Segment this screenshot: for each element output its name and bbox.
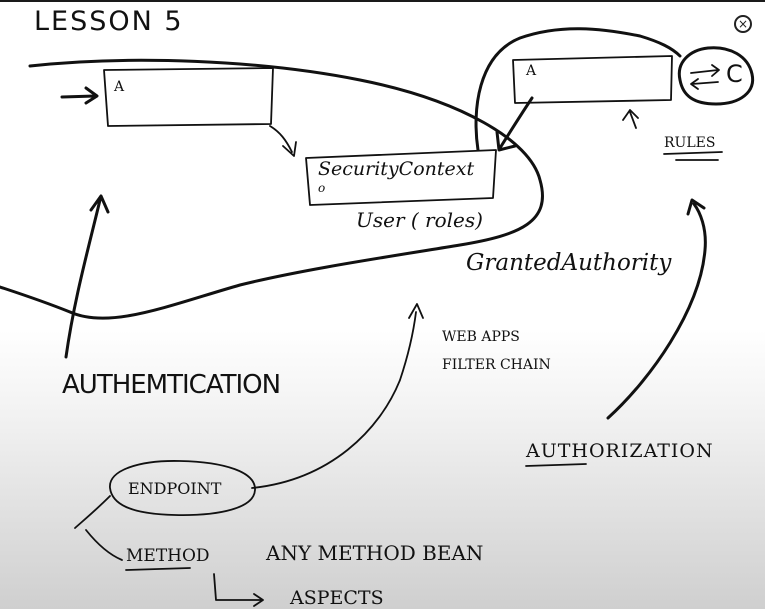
lesson-title: LESSON 5: [34, 6, 184, 37]
box-a-right-label: A: [526, 63, 537, 79]
securitycontext-label: SecurityContext: [318, 158, 475, 180]
arrow-rules-up: [622, 109, 639, 129]
web-apps-label: WEB APPS: [442, 329, 520, 345]
authentication-arrow: [64, 194, 110, 359]
authorization-label: AUTHORIZATION: [526, 440, 714, 462]
securitycontext-box: [305, 149, 497, 206]
granted-authority-label: GrantedAuthority: [466, 250, 672, 276]
endpoint-label: ENDPOINT: [128, 479, 222, 498]
entry-arrow: [60, 86, 99, 105]
filter-chain-label: FILTER CHAIN: [442, 357, 551, 373]
arrow-a-to-securitycontext: [269, 125, 297, 157]
endpoint-branch-left: [74, 495, 111, 529]
authorization-arrow: [606, 198, 707, 420]
arrow-a-right-to-securitycontext: [495, 96, 534, 152]
c-arrows: [690, 64, 720, 90]
authentication-region-outline: [0, 58, 544, 320]
box-a-right: [512, 55, 673, 104]
box-a-left-label: A: [114, 79, 125, 95]
endpoint-ellipse: [109, 460, 256, 516]
roles-label: RULES: [664, 135, 716, 151]
authorization-underline: [525, 463, 587, 467]
endpoint-to-filterchain-arrow: [251, 303, 424, 489]
endpoint-branch-method: [85, 529, 123, 561]
c-label: C: [726, 60, 743, 88]
c-circle: [677, 46, 755, 106]
authentication-label: AUTHEMTICATION: [62, 370, 281, 400]
rules-underline: [663, 151, 723, 161]
method-underline: [125, 567, 191, 571]
aspects-label: ASPECTS: [290, 587, 384, 609]
securitycontext-sub: o: [318, 181, 326, 195]
box-a-left: [103, 67, 274, 127]
method-to-aspects-arrow: [213, 573, 264, 607]
close-icon[interactable]: ×: [734, 15, 752, 33]
any-method-bean-label: ANY METHOD BEAN: [266, 541, 484, 565]
authorization-loop-curve: [474, 27, 682, 152]
user-roles-label: User ( roles): [356, 208, 483, 232]
method-label: METHOD: [126, 546, 210, 566]
window-top-border: [0, 0, 765, 2]
